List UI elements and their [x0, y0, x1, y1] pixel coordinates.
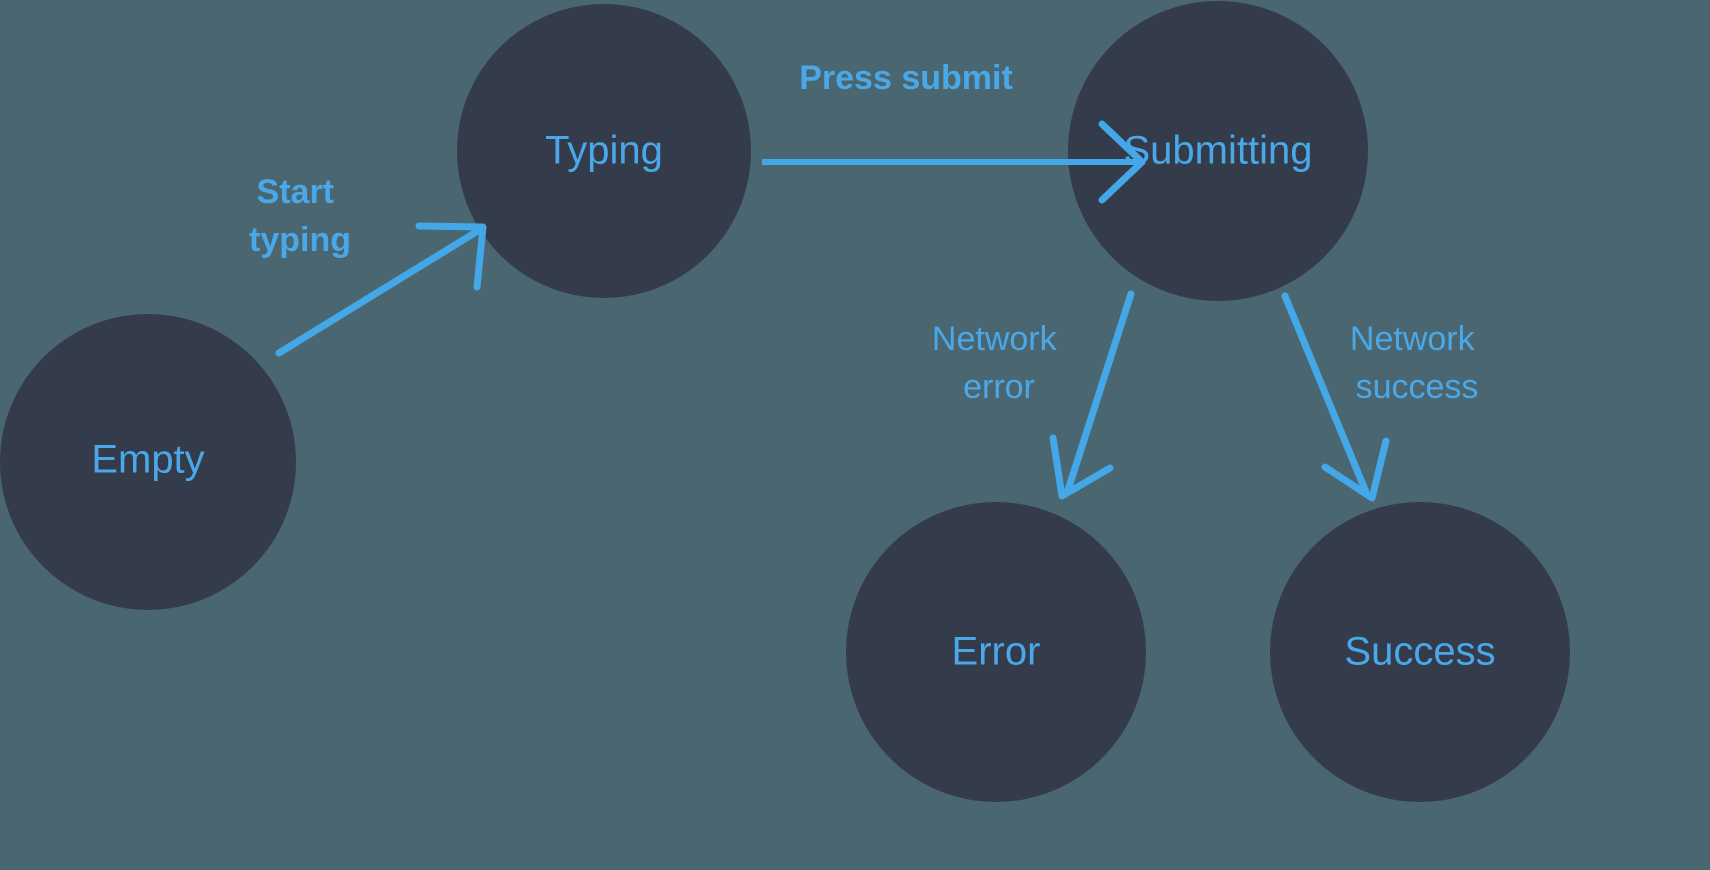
edge-network-success: Network success	[1281, 292, 1484, 502]
edge-start-typing-line	[275, 225, 485, 357]
edge-network-error-label: Network error	[932, 320, 1066, 406]
node-success-circle[interactable]	[1270, 502, 1570, 802]
edge-network-success-line	[1281, 292, 1370, 496]
edge-press-submit-arrowhead	[1098, 120, 1146, 204]
edge-start-typing-arrowhead	[415, 222, 487, 291]
edge-start-typing-label-line-2: typing	[249, 221, 351, 259]
node-error-label: Error	[952, 630, 1041, 674]
edge-start-typing: Start typing	[249, 173, 487, 357]
node-typing[interactable]: Typing	[457, 4, 751, 298]
edge-network-success-label-line-2: success	[1356, 368, 1479, 406]
node-empty-circle[interactable]	[0, 314, 296, 610]
edge-network-success-label: Network success	[1350, 320, 1484, 406]
edge-network-error: Network error	[932, 290, 1135, 500]
node-typing-label: Typing	[545, 129, 663, 173]
edge-start-typing-label: Start typing	[249, 173, 351, 259]
edge-network-success-label-line-1: Network	[1350, 320, 1476, 358]
node-submitting-label: Submitting	[1124, 129, 1313, 173]
edge-press-submit: Press submit	[762, 59, 1146, 204]
edge-network-error-label-line-1: Network	[932, 320, 1058, 358]
edge-network-success-arrowhead	[1321, 437, 1390, 502]
node-empty[interactable]: Empty	[0, 314, 296, 610]
node-error[interactable]: Error	[846, 502, 1146, 802]
node-success-label: Success	[1344, 630, 1495, 674]
node-error-circle[interactable]	[846, 502, 1146, 802]
edge-network-error-label-line-2: error	[963, 368, 1035, 406]
edge-press-submit-label: Press submit	[799, 59, 1013, 97]
node-empty-label: Empty	[91, 438, 204, 482]
node-submitting-circle[interactable]	[1068, 1, 1368, 301]
edge-start-typing-label-line-1: Start	[257, 173, 334, 211]
node-submitting[interactable]: Submitting	[1068, 1, 1368, 301]
node-success[interactable]: Success	[1270, 502, 1570, 802]
node-typing-circle[interactable]	[457, 4, 751, 298]
edge-network-error-line	[1064, 290, 1135, 494]
edge-network-error-arrowhead	[1049, 434, 1114, 500]
edge-press-submit-label-line-1: Press submit	[799, 59, 1013, 97]
